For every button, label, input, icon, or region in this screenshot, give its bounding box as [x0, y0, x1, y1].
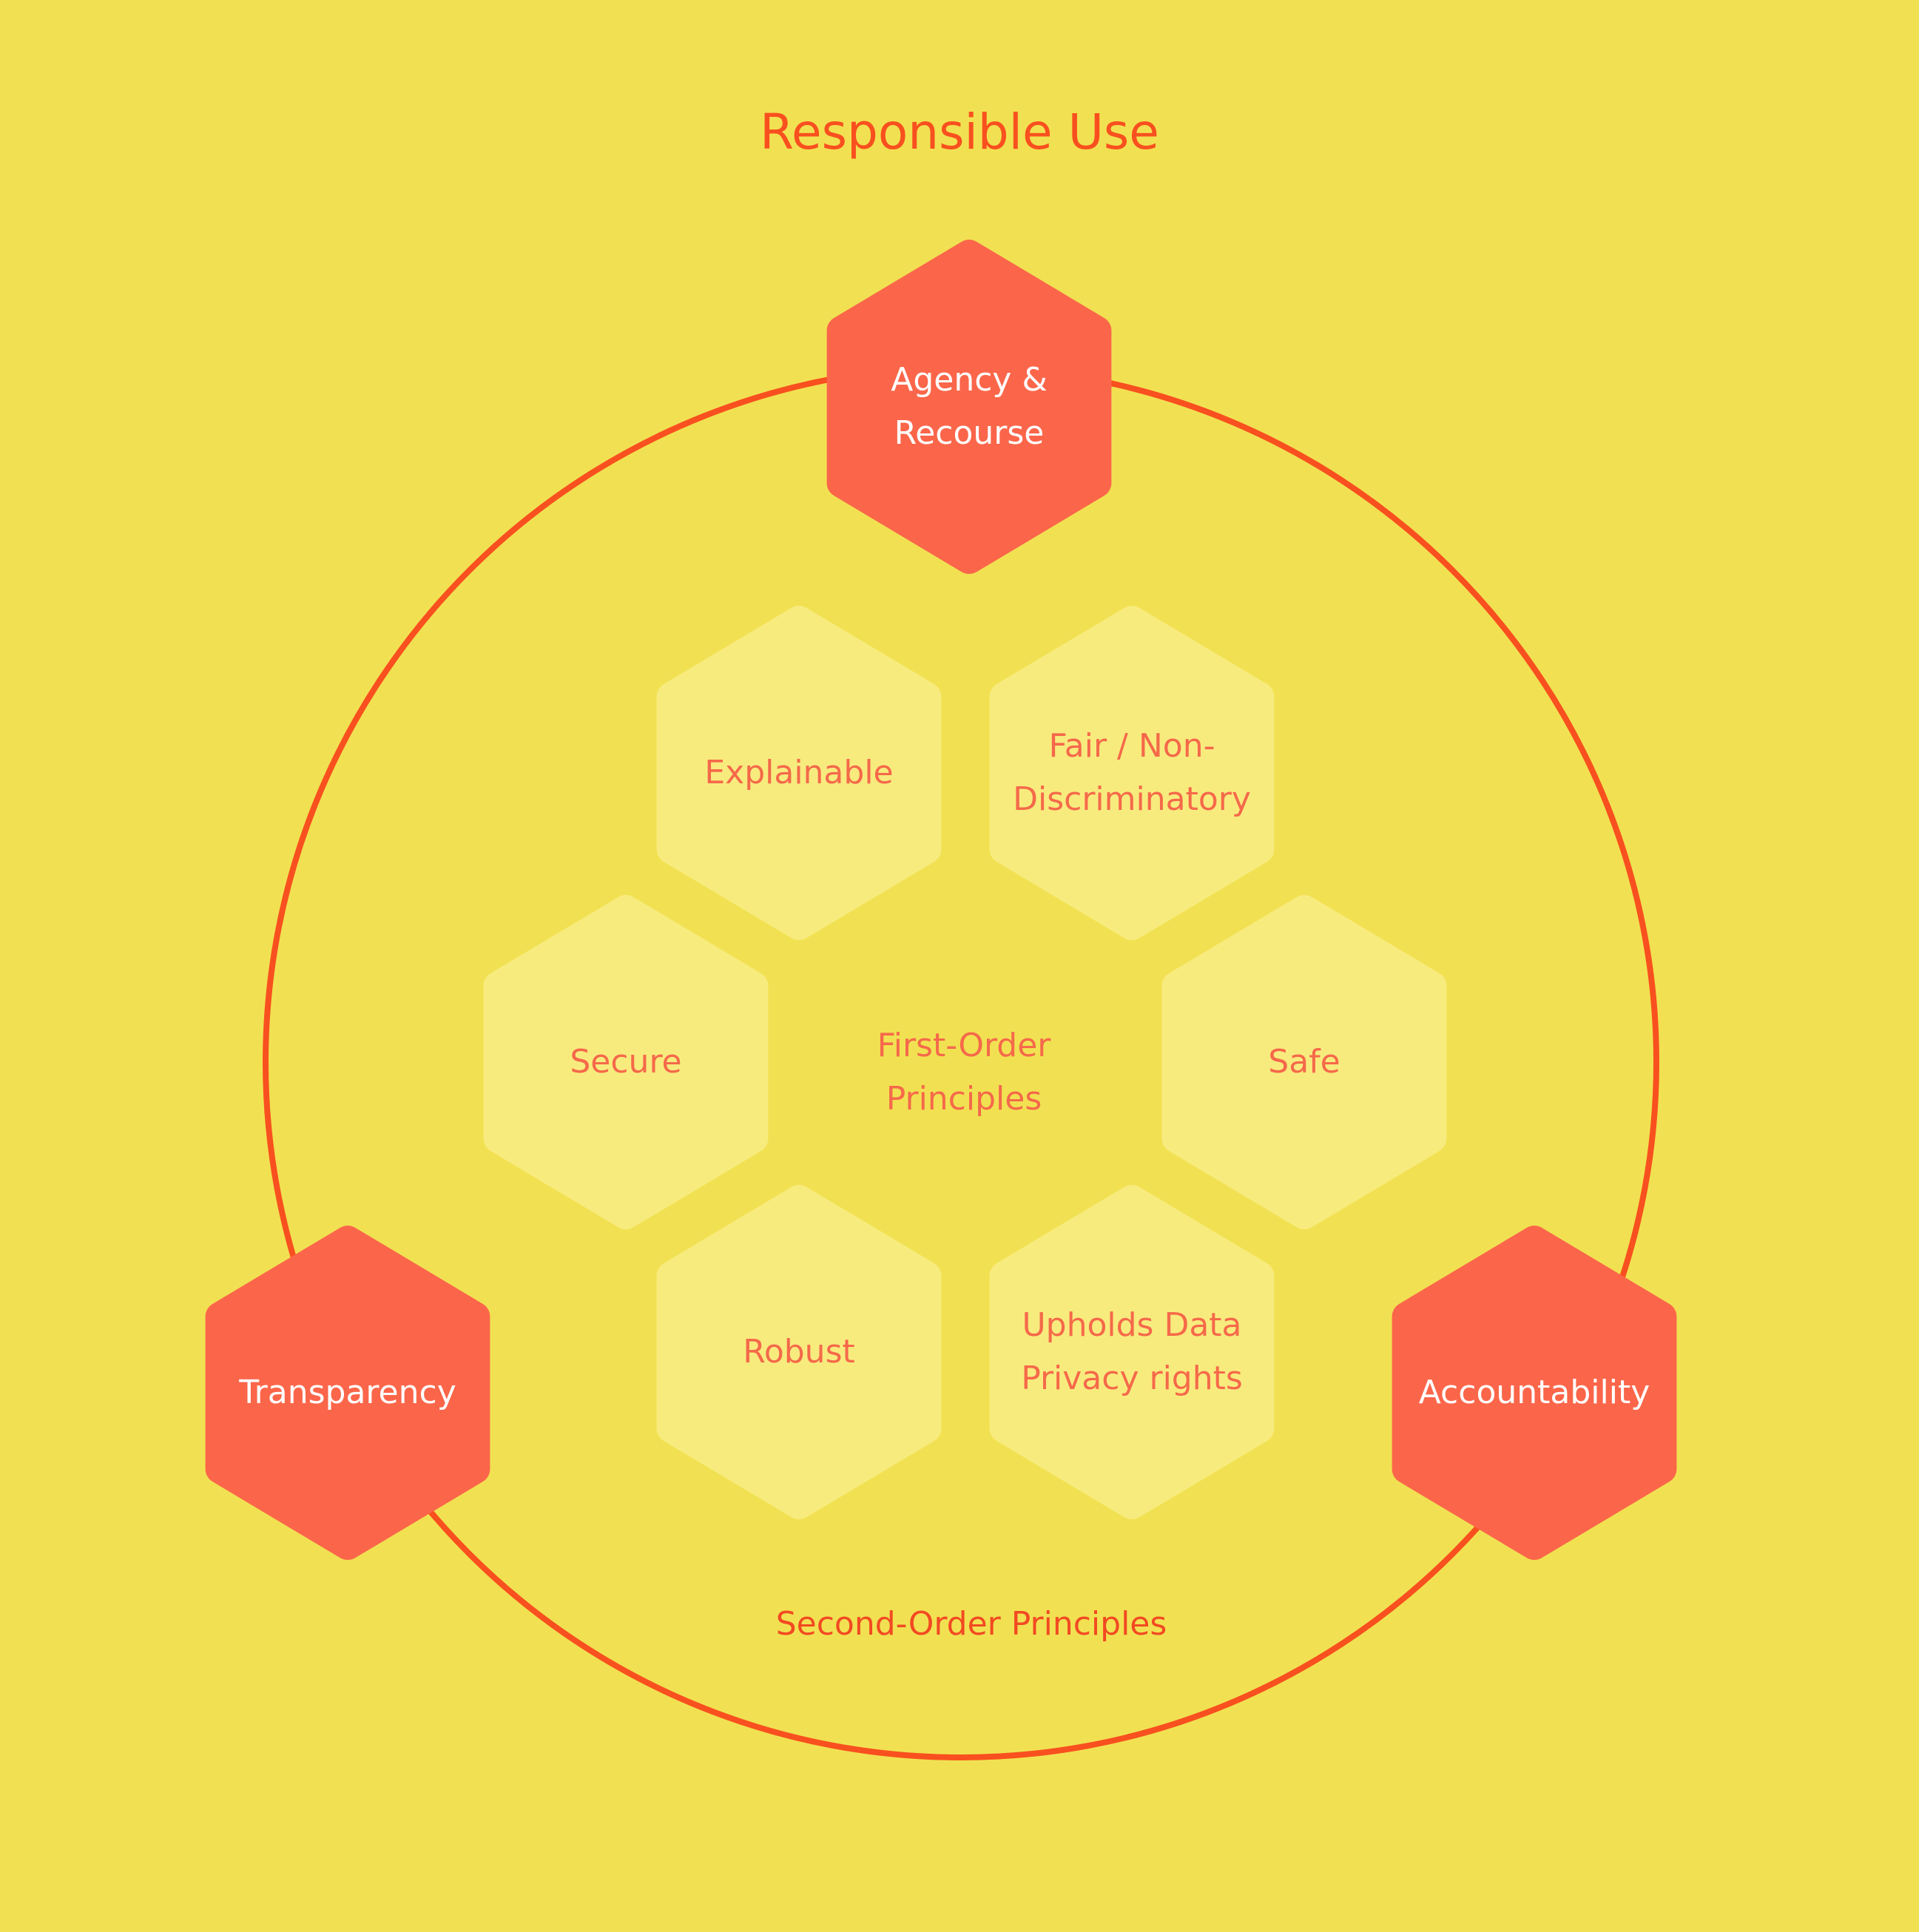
secure-hexagon: [483, 895, 769, 1229]
transparency-hexagon: [205, 1226, 490, 1560]
agency-label: Agency & Recourse: [891, 361, 1048, 452]
explainable-hexagon: [656, 606, 942, 940]
robust-label: Robust: [743, 1333, 855, 1371]
accountability-label: Accountability: [1418, 1374, 1650, 1411]
fair-hexagon: [989, 606, 1275, 940]
diagram-title: Responsible Use: [760, 104, 1159, 161]
secure-label: Secure: [570, 1043, 682, 1081]
agency-hexagon: [826, 240, 1112, 574]
accountability-hexagon: [1392, 1226, 1677, 1560]
privacy-label: Upholds Data Privacy rights: [1021, 1306, 1243, 1397]
safe-hexagon: [1161, 895, 1447, 1229]
safe-label: Safe: [1268, 1043, 1340, 1081]
second-order-label: Second-Order Principles: [775, 1605, 1167, 1643]
privacy-hexagon: [989, 1185, 1275, 1519]
fair-label: Fair / Non- Discriminatory: [1013, 727, 1251, 818]
first-order-center-label: First-Order Principles: [877, 1027, 1051, 1118]
explainable-label: Explainable: [704, 754, 894, 791]
robust-hexagon: [656, 1185, 942, 1519]
transparency-label: Transparency: [239, 1374, 456, 1411]
